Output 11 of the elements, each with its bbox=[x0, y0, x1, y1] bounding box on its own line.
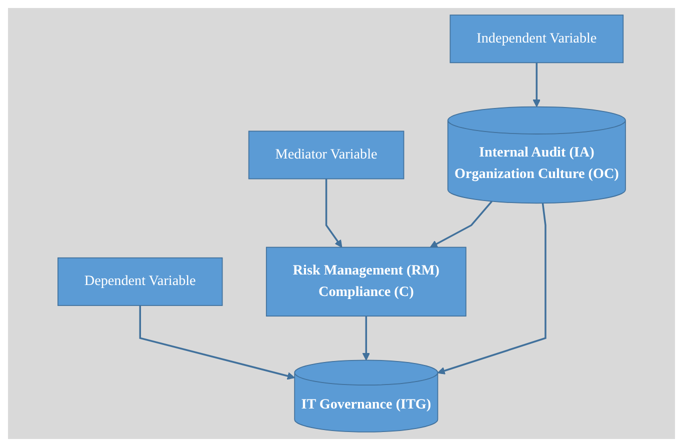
arrow bbox=[139, 306, 295, 380]
node-box bbox=[266, 246, 466, 317]
arrow bbox=[430, 200, 492, 248]
arrow bbox=[437, 203, 546, 374]
diagram-background: Independent Variable Mediator Variable Dependent Variable Internal Audit (IA) Organization Culture (OC) Risk Management (RM) Compliance (C) IT Governance (ITG) bbox=[8, 8, 675, 439]
arrow bbox=[532, 62, 540, 108]
node-box bbox=[450, 14, 624, 64]
arrow bbox=[325, 178, 342, 248]
node-box bbox=[248, 130, 404, 180]
arrow bbox=[362, 316, 370, 361]
node-box bbox=[57, 257, 223, 306]
